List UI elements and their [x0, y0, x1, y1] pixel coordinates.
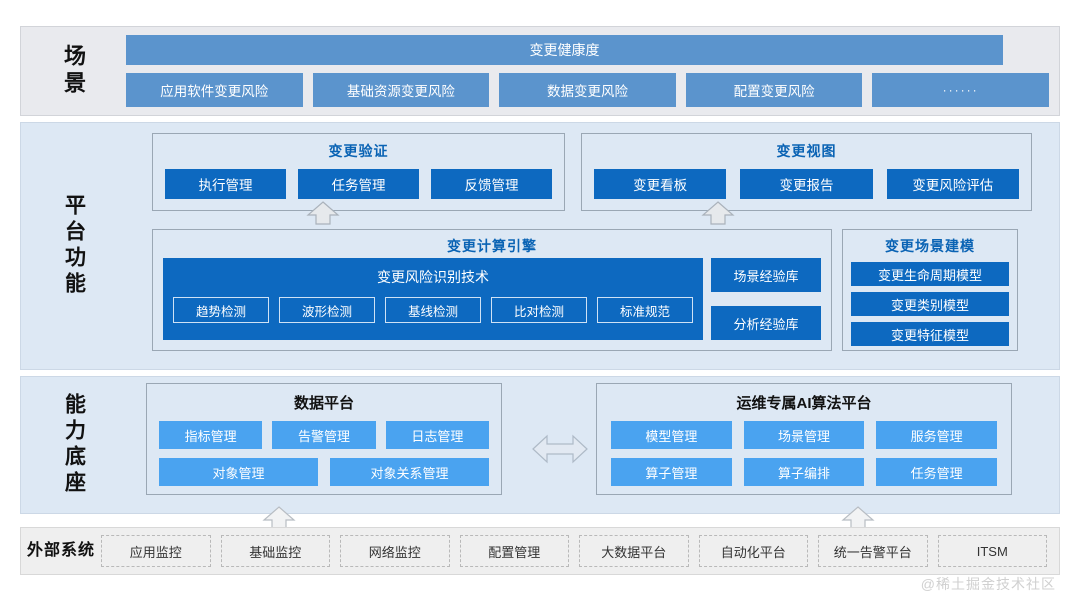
- external-chip-bigdata-platform[interactable]: 大数据平台: [579, 535, 689, 567]
- change-risk-identification-block: 变更风险识别技术 趋势检测 波形检测 基线检测 比对检测 标准规范: [163, 258, 703, 340]
- button-metric-management[interactable]: 指标管理: [159, 421, 263, 449]
- capability-band-body: 数据平台 指标管理 告警管理 日志管理 对象管理 对象关系管理 运维专属AI算法…: [126, 377, 1059, 513]
- button-baseline-detection[interactable]: 基线检测: [385, 297, 481, 323]
- button-ai-task-management[interactable]: 任务管理: [876, 458, 998, 486]
- button-change-feature-model[interactable]: 变更特征模型: [851, 322, 1009, 346]
- panel-change-scenario-modeling: 变更场景建模 变更生命周期模型 变更类别模型 变更特征模型: [842, 229, 1018, 351]
- capability-base-band: 能力底座 数据平台 指标管理 告警管理 日志管理 对象管理 对象关系管理 运维专…: [20, 376, 1060, 514]
- panel-change-calculation-engine: 变更计算引擎 变更风险识别技术 趋势检测 波形检测 基线检测 比对检测 标准规范…: [152, 229, 832, 351]
- ai-platform-row-2: 算子管理 算子编排 任务管理: [611, 458, 998, 486]
- platform-band-label-text: 平台功能: [62, 194, 86, 298]
- external-chip-config-management[interactable]: 配置管理: [459, 535, 569, 567]
- modeling-button-list: 变更生命周期模型 变更类别模型 变更特征模型: [851, 262, 1009, 346]
- button-standard-specification[interactable]: 标准规范: [597, 297, 693, 323]
- external-band-body: 应用监控 基础监控 网络监控 配置管理 大数据平台 自动化平台 统一告警平台 I…: [101, 528, 1059, 574]
- button-change-report[interactable]: 变更报告: [740, 169, 873, 199]
- panel-change-validation: 变更验证 执行管理 任务管理 反馈管理: [152, 133, 565, 211]
- scene-chip-row: 应用软件变更风险 基础资源变更风险 数据变更风险 配置变更风险 ······: [126, 73, 1049, 107]
- data-platform-row-2: 对象管理 对象关系管理: [159, 458, 489, 486]
- button-trend-detection[interactable]: 趋势检测: [173, 297, 269, 323]
- external-chip-unified-alarm-platform[interactable]: 统一告警平台: [818, 535, 928, 567]
- button-service-management[interactable]: 服务管理: [876, 421, 998, 449]
- change-risk-identification-title: 变更风险识别技术: [377, 269, 489, 285]
- button-object-relation-management[interactable]: 对象关系管理: [330, 458, 489, 486]
- button-feedback-management[interactable]: 反馈管理: [431, 169, 552, 199]
- button-comparison-detection[interactable]: 比对检测: [491, 297, 587, 323]
- panel-data-platform-title: 数据平台: [293, 395, 354, 412]
- scene-chip-more[interactable]: ······: [872, 73, 1049, 107]
- scene-chip-config-change-risk[interactable]: 配置变更风险: [685, 73, 863, 107]
- external-systems-band: 外部系统 应用监控 基础监控 网络监控 配置管理 大数据平台 自动化平台 统一告…: [20, 527, 1060, 575]
- platform-band-body: 变更验证 执行管理 任务管理 反馈管理 变更视图 变更看板 变更报告 变更风险评…: [126, 123, 1059, 369]
- external-band-label-text: 外部系统: [26, 541, 95, 559]
- button-change-category-model[interactable]: 变更类别模型: [851, 292, 1009, 316]
- button-execution-management[interactable]: 执行管理: [165, 169, 286, 199]
- scene-headline: 变更健康度: [126, 35, 1003, 65]
- external-chip-network-monitoring[interactable]: 网络监控: [340, 535, 450, 567]
- panel-ai-algorithm-platform: 运维专属AI算法平台 模型管理 场景管理 服务管理 算子管理 算子编排 任务管理: [596, 383, 1012, 495]
- external-chip-itsm[interactable]: ITSM: [937, 535, 1047, 567]
- experience-library-column: 场景经验库 分析经验库: [711, 258, 821, 340]
- button-change-dashboard[interactable]: 变更看板: [594, 169, 727, 199]
- capability-band-label-text: 能力底座: [62, 393, 86, 497]
- button-model-management[interactable]: 模型管理: [611, 421, 732, 449]
- change-validation-buttons: 执行管理 任务管理 反馈管理: [165, 169, 552, 199]
- button-change-risk-assessment[interactable]: 变更风险评估: [886, 169, 1019, 199]
- panel-data-platform: 数据平台 指标管理 告警管理 日志管理 对象管理 对象关系管理: [146, 383, 502, 495]
- scene-chip-infra-resource-risk[interactable]: 基础资源变更风险: [312, 73, 490, 107]
- panel-change-validation-title: 变更验证: [328, 143, 389, 159]
- scene-band: 场景 变更健康度 应用软件变更风险 基础资源变更风险 数据变更风险 配置变更风险…: [20, 26, 1060, 116]
- platform-band-label: 平台功能: [21, 123, 126, 369]
- button-waveform-detection[interactable]: 波形检测: [279, 297, 375, 323]
- external-band-label: 外部系统: [21, 528, 101, 574]
- external-chip-automation-platform[interactable]: 自动化平台: [698, 535, 808, 567]
- button-analysis-experience-library[interactable]: 分析经验库: [711, 306, 821, 340]
- ai-platform-row-1: 模型管理 场景管理 服务管理: [611, 421, 998, 449]
- capability-band-label: 能力底座: [21, 377, 126, 513]
- scene-band-label-text: 场景: [61, 44, 87, 98]
- scene-band-label: 场景: [21, 27, 126, 115]
- change-view-buttons: 变更看板 变更报告 变更风险评估: [594, 169, 1019, 199]
- panel-change-view: 变更视图 变更看板 变更报告 变更风险评估: [581, 133, 1032, 211]
- button-change-lifecycle-model[interactable]: 变更生命周期模型: [851, 262, 1009, 286]
- panel-change-scenario-modeling-title: 变更场景建模: [885, 238, 975, 254]
- button-operator-orchestration[interactable]: 算子编排: [743, 458, 865, 486]
- button-scenario-management[interactable]: 场景管理: [743, 421, 865, 449]
- data-platform-row-1: 指标管理 告警管理 日志管理: [159, 421, 489, 449]
- button-log-management[interactable]: 日志管理: [385, 421, 489, 449]
- scene-chip-data-change-risk[interactable]: 数据变更风险: [499, 73, 676, 107]
- scene-band-body: 变更健康度 应用软件变更风险 基础资源变更风险 数据变更风险 配置变更风险 ··…: [126, 27, 1059, 115]
- watermark: @稀土掘金技术社区: [920, 576, 1056, 592]
- panel-ai-algorithm-platform-title: 运维专属AI算法平台: [736, 395, 872, 412]
- external-chip-app-monitoring[interactable]: 应用监控: [101, 535, 211, 567]
- button-operator-management[interactable]: 算子管理: [611, 458, 732, 486]
- detection-button-row: 趋势检测 波形检测 基线检测 比对检测 标准规范: [173, 297, 693, 323]
- platform-function-band: 平台功能 变更验证 执行管理 任务管理 反馈管理 变更视图 变更看板 变更报告 …: [20, 122, 1060, 370]
- button-task-management[interactable]: 任务管理: [298, 169, 419, 199]
- button-object-management[interactable]: 对象管理: [159, 458, 318, 486]
- panel-change-calculation-engine-title: 变更计算引擎: [447, 238, 537, 254]
- scene-chip-app-software-risk[interactable]: 应用软件变更风险: [126, 73, 303, 107]
- external-chip-infra-monitoring[interactable]: 基础监控: [220, 535, 330, 567]
- panel-change-view-title: 变更视图: [776, 143, 837, 159]
- button-alarm-management[interactable]: 告警管理: [272, 421, 376, 449]
- button-scenario-experience-library[interactable]: 场景经验库: [711, 258, 821, 292]
